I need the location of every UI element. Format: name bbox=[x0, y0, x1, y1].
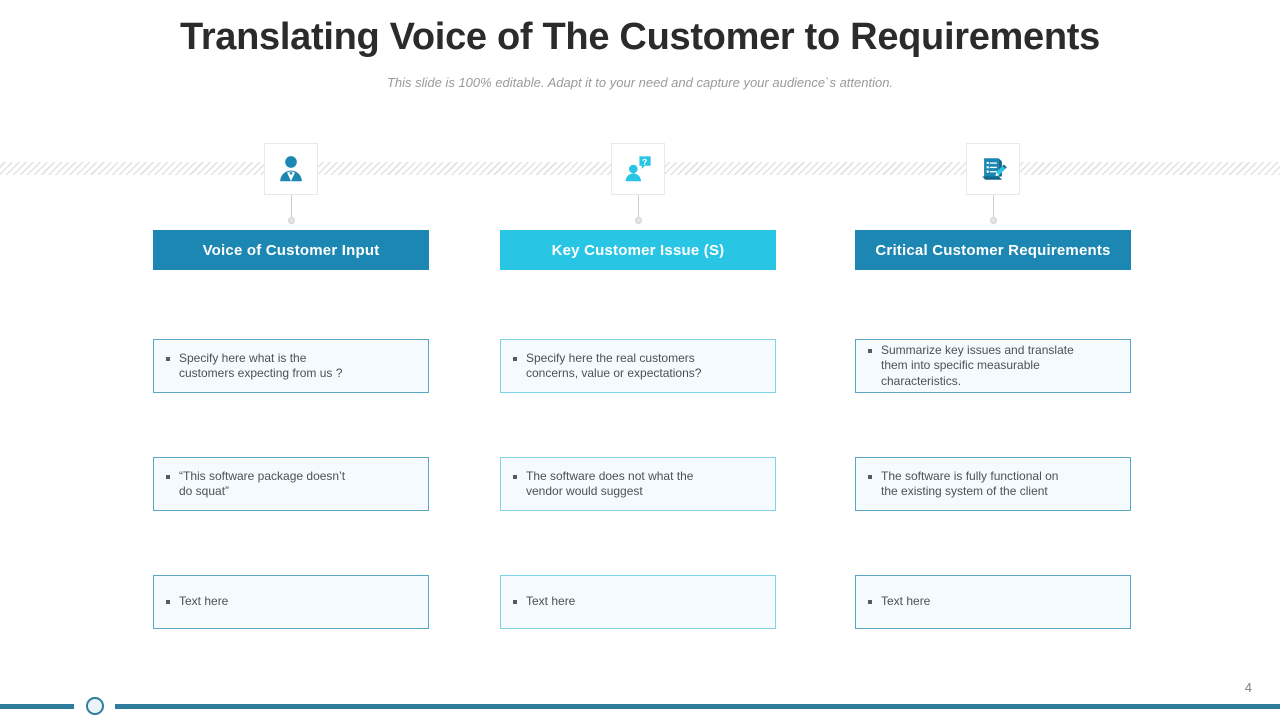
bullet-icon bbox=[513, 600, 517, 605]
content-text: Text here bbox=[179, 594, 229, 609]
content-box[interactable]: The software does not what the vendor wo… bbox=[500, 457, 776, 511]
bullet-icon bbox=[868, 474, 872, 479]
bullet-icon bbox=[166, 474, 170, 479]
bullet-icon bbox=[513, 356, 517, 361]
content-box[interactable]: Text here bbox=[855, 575, 1131, 629]
connector-line bbox=[992, 195, 994, 222]
content-text: Specify here the real customers concerns… bbox=[526, 350, 702, 381]
content-text: The software is fully functional on the … bbox=[881, 468, 1059, 499]
content-text: Text here bbox=[881, 594, 931, 609]
connector-line bbox=[290, 195, 292, 222]
content-box[interactable]: Summarize key issues and translate them … bbox=[855, 339, 1131, 393]
content-text: “This software package doesn’t do squat” bbox=[179, 468, 346, 499]
column-header-key-customer-issue[interactable]: Key Customer Issue (S) bbox=[500, 230, 776, 270]
bullet-icon bbox=[868, 348, 872, 353]
column-header-voice-of-customer-input[interactable]: Voice of Customer Input bbox=[153, 230, 429, 270]
content-box[interactable]: Text here bbox=[500, 575, 776, 629]
bullet-icon bbox=[166, 356, 170, 361]
content-text: Text here bbox=[526, 594, 576, 609]
content-text: The software does not what the vendor wo… bbox=[526, 468, 694, 499]
businessman-user-icon bbox=[264, 143, 318, 195]
content-box[interactable]: Text here bbox=[153, 575, 429, 629]
connector-line bbox=[637, 195, 639, 222]
content-text: Specify here what is the customers expec… bbox=[179, 350, 343, 381]
column-header-critical-customer-requirements[interactable]: Critical Customer Requirements bbox=[855, 230, 1131, 270]
content-box[interactable]: Specify here the real customers concerns… bbox=[500, 339, 776, 393]
bullet-icon bbox=[868, 600, 872, 605]
bullet-icon bbox=[513, 474, 517, 479]
page-title: Translating Voice of The Customer to Req… bbox=[180, 16, 1100, 58]
content-box[interactable]: Specify here what is the customers expec… bbox=[153, 339, 429, 393]
footer-bar-right bbox=[115, 704, 1280, 709]
content-box[interactable]: “This software package doesn’t do squat” bbox=[153, 457, 429, 511]
page-number: 4 bbox=[1244, 680, 1252, 695]
connector-dot bbox=[287, 217, 295, 224]
bullet-icon bbox=[166, 600, 170, 605]
content-text: Summarize key issues and translate them … bbox=[881, 342, 1074, 388]
content-box[interactable]: The software is fully functional on the … bbox=[855, 457, 1131, 511]
connector-dot bbox=[989, 217, 997, 224]
footer-bar-left bbox=[0, 704, 74, 709]
connector-dot bbox=[634, 217, 642, 224]
page-subtitle: This slide is 100% editable. Adapt it to… bbox=[386, 75, 894, 90]
document-checklist-pencil-icon bbox=[966, 143, 1020, 195]
user-question-bubble-icon bbox=[611, 143, 665, 195]
footer-circle-marker bbox=[86, 697, 104, 715]
